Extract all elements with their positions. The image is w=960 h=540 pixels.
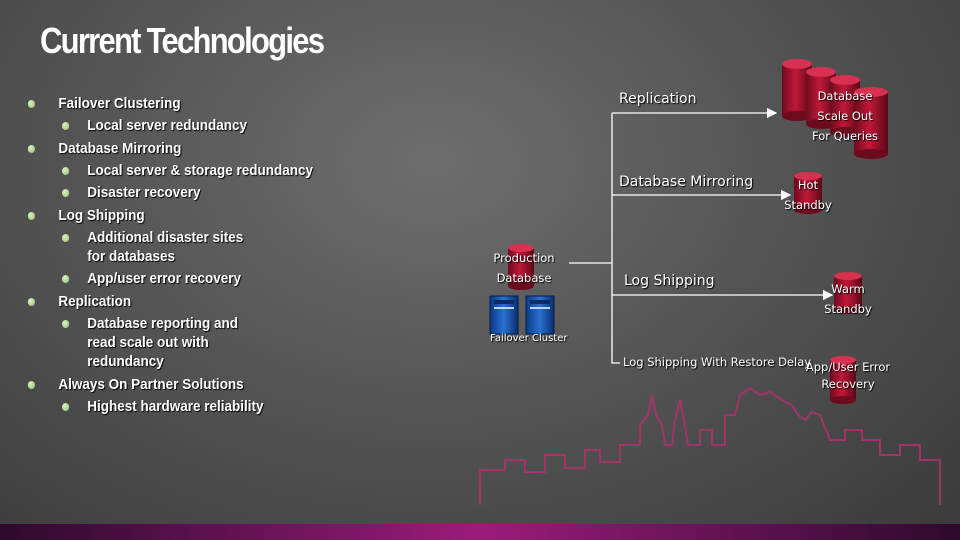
bullet-failover-clustering: Failover Clustering xyxy=(26,94,323,113)
bullet-local-server-redundancy: Local server redundancy xyxy=(26,116,323,135)
bullet-dot-icon xyxy=(62,234,70,242)
skyline-outline xyxy=(479,386,941,505)
bullet-text: Replication xyxy=(58,293,132,310)
label-line: Database xyxy=(496,271,552,285)
label-line: Standby xyxy=(824,302,872,316)
bullet-disaster-recovery: Disaster recovery xyxy=(26,183,323,202)
slide-title: Current Technologies xyxy=(40,20,325,61)
bullet-text: App/user error recovery xyxy=(87,270,242,287)
bullet-list: Failover Clustering Local server redunda… xyxy=(26,90,356,416)
bullet-dot-icon xyxy=(27,145,35,153)
bullet-text: Database Mirroring xyxy=(58,140,182,157)
label-line: For Queries xyxy=(811,129,879,143)
replication-label: Replication xyxy=(619,91,697,107)
database-mirroring-label: Database Mirroring xyxy=(619,174,754,190)
label-line: Warm xyxy=(831,282,865,296)
label-line: Hot xyxy=(797,178,819,192)
bullet-log-shipping: Log Shipping xyxy=(26,206,323,225)
label-line: Database xyxy=(817,89,873,103)
bullet-dot-icon xyxy=(27,212,35,220)
bullet-text: Additional disaster sites for databases xyxy=(87,229,244,265)
bullet-dot-icon xyxy=(62,275,70,283)
database-cylinder-icon xyxy=(508,244,534,290)
bullet-text: Always On Partner Solutions xyxy=(58,376,244,393)
label-line: App/User Error xyxy=(805,360,891,374)
diagram-connectors xyxy=(569,107,834,364)
label-line: Recovery xyxy=(821,377,875,391)
bullet-dot-icon xyxy=(62,403,70,411)
log-shipping-restore-label: Log Shipping With Restore Delay xyxy=(623,355,812,369)
database-cylinder-icon xyxy=(854,87,888,159)
bullet-dot-icon xyxy=(62,189,70,197)
bullet-dot-icon xyxy=(62,167,70,175)
bullet-dot-icon xyxy=(27,298,35,306)
bullet-text: Log Shipping xyxy=(58,207,145,224)
bullet-additional-sites: Additional disaster sites for databases xyxy=(26,228,258,266)
database-cylinder-icon xyxy=(834,272,862,314)
production-database-label: Production Database xyxy=(492,248,556,288)
label-line: Scale Out xyxy=(817,109,873,123)
bullet-text: Disaster recovery xyxy=(87,184,201,201)
database-cylinder-icon xyxy=(794,172,822,214)
bullet-database-reporting: Database reporting and read scale out wi… xyxy=(26,314,240,371)
bullet-replication: Replication xyxy=(26,292,323,311)
bullet-app-user-error: App/user error recovery xyxy=(26,269,323,288)
bullet-text: Highest hardware reliability xyxy=(87,398,264,415)
footer-bar xyxy=(0,524,960,540)
log-shipping-label: Log Shipping xyxy=(624,273,715,289)
bullet-dot-icon xyxy=(27,381,35,389)
warm-standby-label: Warm Standby xyxy=(820,279,876,319)
hot-standby-label: Hot Standby xyxy=(780,175,836,215)
bullet-always-on: Always On Partner Solutions xyxy=(26,375,323,394)
failover-cluster-label: Failover Cluster xyxy=(490,333,568,344)
label-line: Standby xyxy=(784,198,832,212)
scale-out-label: Database Scale Out For Queries xyxy=(800,86,890,146)
bullet-dot-icon xyxy=(62,122,70,130)
bullet-local-storage-redundancy: Local server & storage redundancy xyxy=(26,161,323,180)
bullet-hardware-reliability: Highest hardware reliability xyxy=(26,397,323,416)
database-cylinder-icon xyxy=(830,356,856,404)
bullet-dot-icon xyxy=(62,320,70,328)
bullet-text: Database reporting and read scale out wi… xyxy=(87,315,238,370)
server-icon xyxy=(525,295,555,335)
bullet-text: Local server & storage redundancy xyxy=(87,162,314,179)
bullet-text: Local server redundancy xyxy=(87,117,248,134)
server-icon xyxy=(489,295,519,335)
bullet-database-mirroring: Database Mirroring xyxy=(26,139,323,158)
label-line: Production xyxy=(493,251,555,265)
app-error-recovery-label: App/User Error Recovery xyxy=(802,359,894,393)
bullet-text: Failover Clustering xyxy=(58,95,181,112)
bullet-dot-icon xyxy=(27,100,35,108)
